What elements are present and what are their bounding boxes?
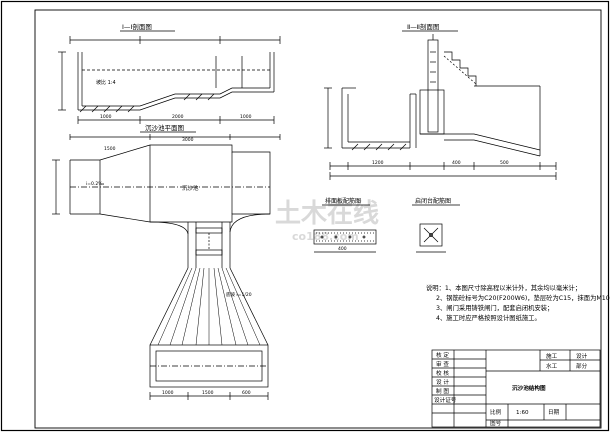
slope-label-1: 坡比 1:4	[96, 79, 116, 86]
detail-2-title: 启闭台配筋图	[415, 197, 451, 205]
section-2-title: Ⅱ—Ⅱ剖面图	[407, 22, 439, 31]
date-label: 日期	[548, 409, 560, 416]
plan-view: 沉沙池平面图 沉沙池 i=0.2‰ 1500 3000	[52, 123, 281, 400]
notes-block: 说明：1、本图尺寸除高程以米计外，其余均以毫米计； 2、钢筋砼标号为C20(F2…	[426, 283, 610, 322]
tb-row-6: 设计证号	[434, 396, 457, 404]
rebar-details: 排面板配筋图 400 启闭台配筋图	[313, 197, 460, 253]
title-block-text: 核 定 审 查 校 核 设 计 制 图 设计证号 施工 设计 水工 部分 沉沙池…	[434, 351, 588, 427]
inner-border	[34, 9, 602, 429]
dim-11: 500	[500, 160, 509, 166]
dim-3: 3000	[182, 137, 194, 143]
section-2-view: Ⅱ—Ⅱ剖面图	[324, 22, 557, 180]
note-2: 2、钢筋砼标号为C20(F200W6)，垫层砼为C15，抹面为M10水泥砂浆；	[436, 293, 610, 302]
drawing-title: 沉沙池结构图	[512, 384, 546, 392]
scale-label: 比例	[490, 408, 502, 416]
pool-label: 沉沙池	[182, 184, 199, 192]
scale-value: 1:60	[516, 410, 529, 416]
bottom-slope-label: 底坡 i=1/20	[226, 291, 252, 298]
section-1-title: Ⅰ—Ⅰ剖面图	[122, 22, 152, 31]
plan-title: 沉沙池平面图	[145, 123, 184, 132]
detail-1-title: 排面板配筋图	[325, 197, 361, 205]
tb-row-4: 设 计	[436, 378, 449, 386]
watermark-text: 土木在线	[275, 199, 379, 229]
dim-1: 1000	[100, 114, 112, 120]
note-4: 4、施工时应严格按照设计图纸施工。	[436, 313, 541, 322]
dim-2: 2000	[172, 114, 184, 120]
dim-8: 1500	[202, 390, 214, 396]
dim-12: 400	[338, 246, 347, 252]
tb-row-3: 校 核	[436, 369, 449, 377]
tb-cell-4: 部分	[576, 362, 588, 370]
dim-9: 600	[242, 390, 251, 396]
tb-cell-3: 水工	[546, 362, 558, 370]
dim-5: 1500	[104, 146, 116, 152]
watermark: 土木在线 co188.com	[275, 199, 379, 243]
note-3: 3、闸门采用铸铁闸门，配套启闭机安装；	[436, 303, 553, 312]
tb-row-5: 制 图	[436, 387, 449, 395]
dim-4: 1000	[240, 114, 252, 120]
dim-7: 1000	[162, 390, 174, 396]
title-block	[431, 349, 601, 428]
dim-6: 1200	[372, 160, 384, 166]
tb-row-1: 核 定	[436, 351, 449, 359]
slope-note: i=0.2‰	[86, 181, 104, 187]
drawing-no-label: 图号	[490, 419, 502, 427]
note-1: 说明：1、本图尺寸除高程以米计外，其余均以毫米计；	[426, 283, 581, 292]
watermark-sub: co188.com	[292, 230, 359, 243]
tb-cell-1: 施工	[546, 352, 558, 360]
dim-10: 400	[452, 160, 461, 166]
section-1-view: Ⅰ—Ⅰ剖面图 坡比 1:4 1000 2000	[58, 22, 281, 124]
tb-row-2: 审 查	[436, 360, 449, 368]
tb-cell-2: 设计	[576, 352, 588, 360]
